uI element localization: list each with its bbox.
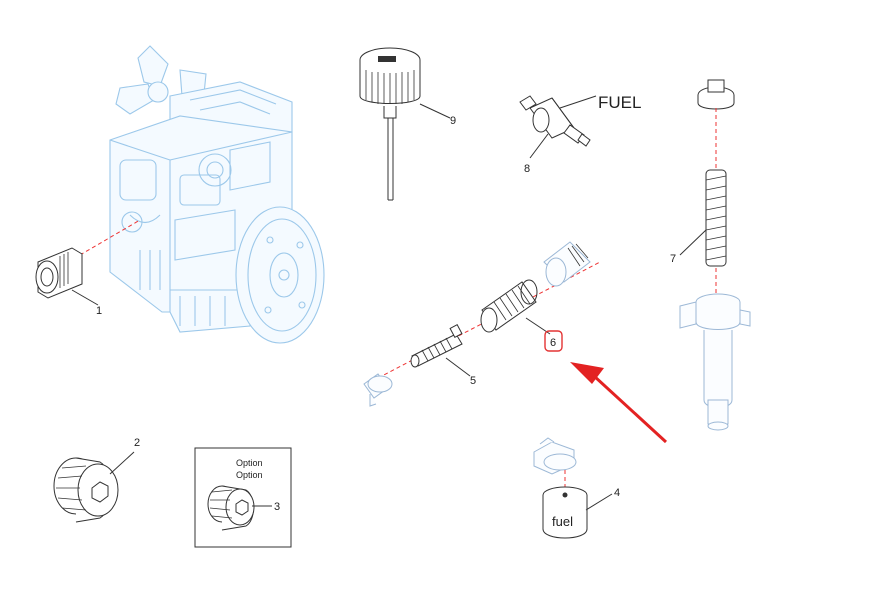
part-2-filter-element: 2 [53,437,140,523]
part-number-3: 3 [274,501,280,513]
part-4-fuel-canister: fuel 4 [533,437,620,539]
part-number-1: 1 [96,305,102,317]
part-9-dipstick: 9 [359,47,456,201]
part-1-oil-filter: 1 [35,219,141,317]
part-8-inline-fuel-filter: FUEL 8 [519,93,641,175]
option-text-2: Option [236,470,263,480]
part-7-tube-assembly: 7 [670,79,751,431]
part-number-5: 5 [470,375,476,387]
part-3-option-box: Option Option 3 [194,447,292,548]
fuel-canister-label: fuel [552,514,573,529]
option-text-1: Option [236,458,263,468]
engine-illustration [109,45,325,344]
part-6-highlight-box [544,330,563,352]
part-number-8: 8 [524,163,530,175]
part-number-7: 7 [670,253,676,265]
part-number-9: 9 [450,115,456,127]
highlight-arrow [570,362,668,444]
part-5-6-filter-cartridges: 5 6 [363,241,601,407]
fuel-direction-label: FUEL [598,93,641,112]
part-number-4: 4 [614,487,620,499]
part-number-2: 2 [134,437,140,449]
part-number-6: 6 [550,337,556,349]
